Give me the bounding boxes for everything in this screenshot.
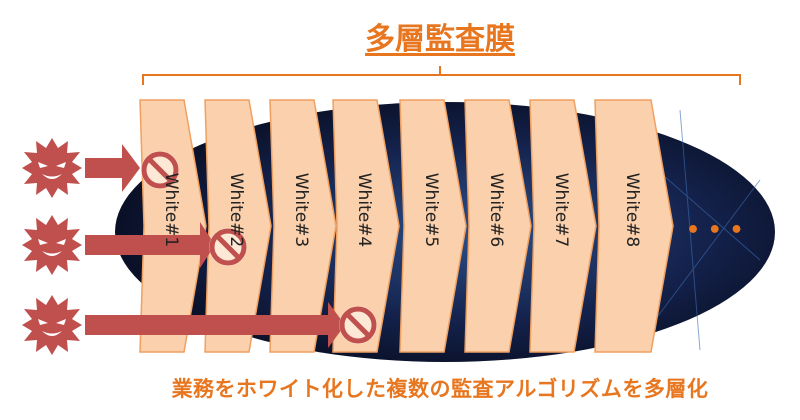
attack-arrow	[85, 222, 215, 268]
continuation-dots: • • •	[686, 218, 744, 243]
threat-row-2	[22, 215, 247, 275]
virus-face-icon	[22, 215, 82, 275]
attack-arrow	[85, 302, 345, 348]
bracket	[142, 66, 741, 85]
layer-label: White#8	[622, 172, 642, 248]
audit-layer-5	[399, 99, 467, 353]
layer-label: White#7	[551, 172, 571, 248]
caption: 業務をホワイト化した複数の監査アルゴリズムを多層化	[171, 377, 709, 401]
layer-label: White#4	[354, 172, 374, 248]
diagram-title: 多層監査膜	[365, 22, 515, 57]
layer-label: White#5	[421, 172, 441, 248]
threat-row-1	[22, 138, 179, 198]
audit-layer-4	[332, 99, 400, 353]
layer-label: White#2	[226, 172, 246, 248]
attack-arrow	[85, 144, 140, 192]
layer-label: White#3	[291, 172, 311, 248]
audit-layer-3	[269, 99, 337, 353]
audit-layer-2	[204, 99, 272, 353]
layer-label: White#1	[161, 172, 181, 248]
audit-layer-8	[594, 99, 674, 353]
virus-face-icon	[22, 138, 82, 198]
audit-layer-7	[529, 99, 597, 353]
audit-layer-6	[464, 99, 532, 353]
layer-label: White#6	[486, 172, 506, 248]
virus-face-icon	[22, 295, 82, 355]
threat-row-3	[22, 295, 377, 355]
prohibited-icon	[339, 306, 377, 344]
